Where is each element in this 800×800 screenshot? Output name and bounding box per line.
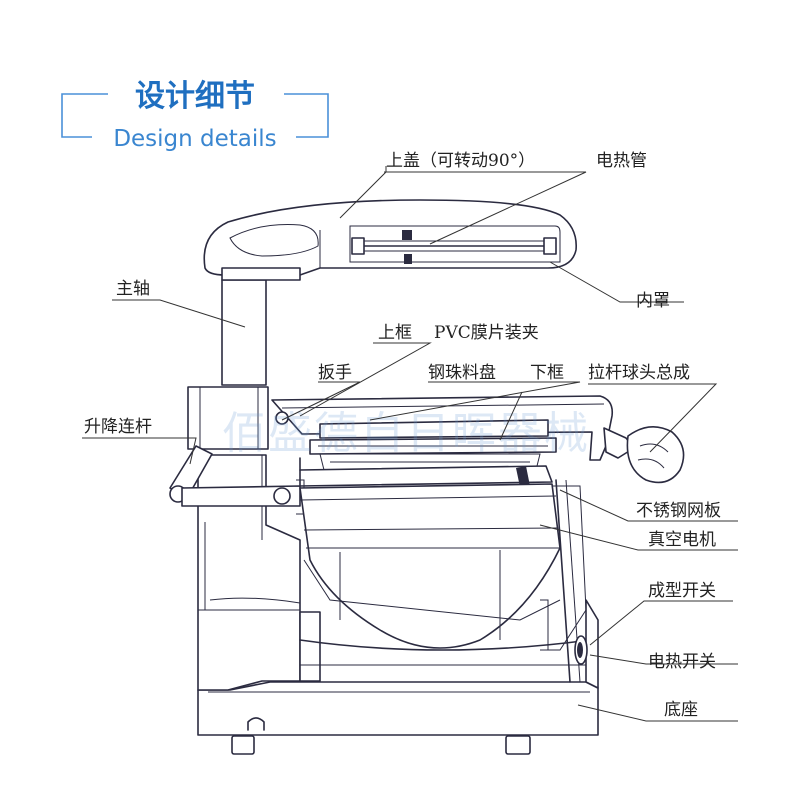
ball-handle-part (603, 426, 685, 484)
base-part (197, 681, 599, 755)
label-bead-tray: 钢珠料盘 (428, 363, 496, 383)
switch-part (574, 635, 588, 665)
header-subtitle: Design details (113, 126, 276, 152)
watermark: 佰盛德自日晖器械 (222, 408, 590, 459)
machine-drawing (169, 199, 685, 755)
lift-link-part (169, 445, 305, 515)
label-steel-mesh: 不锈钢网板 (636, 501, 721, 521)
label-wrench: 扳手 (318, 363, 352, 383)
label-heating-switch: 电热开关 (648, 652, 716, 672)
label-heating-tube: 电热管 (596, 151, 647, 171)
header-title: 设计细节 (135, 79, 255, 114)
vacuum-motor-part (299, 479, 587, 683)
label-upper-frame: 上框 (378, 323, 412, 343)
leader-lines (82, 166, 738, 722)
cabinet-part (299, 559, 599, 689)
frame-assembly (271, 395, 614, 487)
header: 设计细节 Design details (61, 79, 329, 152)
label-forming-switch: 成型开关 (648, 581, 716, 601)
callout-labels: 上盖（可转动90°） 电热管 内罩 主轴 上框 PVC膜片装夹 扳手 钢珠料盘 … (84, 151, 721, 720)
label-pvc-clamp: PVC膜片装夹 (434, 323, 539, 343)
label-vacuum-motor: 真空电机 (648, 530, 716, 550)
label-upper-lid: 上盖（可转动90°） (386, 151, 535, 171)
label-lift-link: 升降连杆 (84, 417, 152, 437)
label-base: 底座 (664, 700, 698, 720)
column-body (187, 279, 301, 691)
upper-lid-part (203, 199, 577, 281)
label-main-shaft: 主轴 (116, 279, 150, 299)
label-ball-handle: 拉杆球头总成 (588, 363, 690, 383)
label-lower-frame: 下框 (530, 363, 564, 383)
label-inner-cover: 内罩 (636, 291, 670, 311)
